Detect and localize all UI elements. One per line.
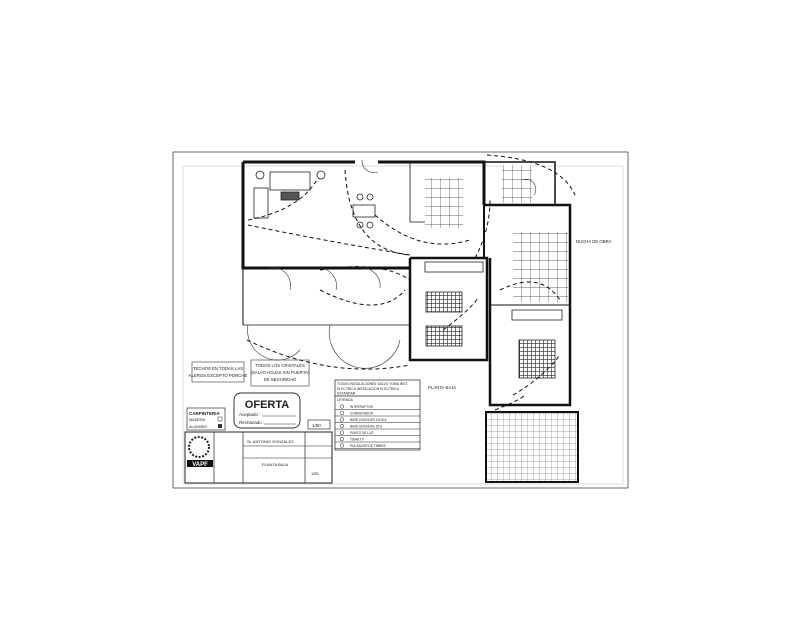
scale-box-frame [307,419,331,430]
legend: TODAS INSTALACIONES SALVO TOMA INST.ELEC… [334,379,421,451]
inner-frame [182,165,624,485]
light-point-icon [339,430,345,435]
legend-item-label: TOMA TV [350,438,365,442]
note-mid-box [250,359,310,387]
carpinteria-madera: MADERA [189,418,206,422]
socket-earth-icon [339,423,345,429]
note-left-line2: ALEROS EXCEPTO PORCHE [189,373,248,378]
note-mid-line1: TODOS LOS CRISTALES [255,363,305,368]
furniture [253,170,563,379]
legend-item-label: PULSADOR DE TIMBRE [350,444,386,448]
legend-title: LEYENDA [337,398,354,402]
note-left-box [191,361,245,383]
title-block: VAPF Sr. ANTONIO GONZALEZ PLANTA BAJA 1/… [184,431,333,484]
legend-item-label: PUNTO DE LUZ [350,431,373,435]
electrical-circuits [246,154,576,411]
logo-sun-icon [188,436,210,458]
client-name: Sr. ANTONIO GONZALEZ [247,439,294,444]
terrace-tiles [485,411,579,483]
socket-icon [339,417,345,422]
carpinteria-box [186,407,226,431]
note-mid-line3: DE SEGURIDAD [264,377,297,382]
scale-box: 1/50 [312,423,321,428]
kitchen-tiles [425,178,463,228]
switch-icon [339,404,345,409]
carpinteria-aluminio: ALUMINIO [189,425,207,429]
vapf-logo: VAPF [192,462,208,468]
commuter-icon [339,410,345,416]
legend-item-label: BASE ENCHUFE 10/16 A [350,418,387,422]
bathroom2-tiles [513,232,568,302]
madera-checkbox [217,416,223,422]
legend-item-label: CONMUTADOR [350,412,374,416]
plan-name: PLANTA BAJA [262,462,288,467]
oferta-stamp [233,392,301,429]
legend-item-label: INTERRUPTOR [350,405,374,409]
shower-label: DUCHA DE OBRA [576,239,612,244]
tv-outlet-icon [339,436,345,442]
oferta-accepted: Aceptado : [239,412,261,417]
note-mid-line2: (SALVO HOJAS SIN PUERTA) [251,370,311,375]
aluminio-checkbox [218,424,222,428]
sheet-frame [172,151,629,489]
door-swings [247,159,537,369]
legend-item-label: BASE ENCHUFE 25 A [350,425,383,429]
title-scale: 1/50 [311,471,320,476]
carpinteria-title: CARPINTERIA [189,411,221,416]
bath-tiles [502,165,532,203]
plan-label: PLANTA BAJA [428,385,456,390]
oferta-rejected: Rechazado : [239,420,264,425]
note-left-line1: TECHOS EN TODAS LAS [193,366,243,371]
legend-header: TODAS INSTALACIONES SALVO TOMA INST.ELEC… [337,382,408,396]
oferta-title: OFERTA [245,399,289,411]
bell-icon [339,443,345,448]
